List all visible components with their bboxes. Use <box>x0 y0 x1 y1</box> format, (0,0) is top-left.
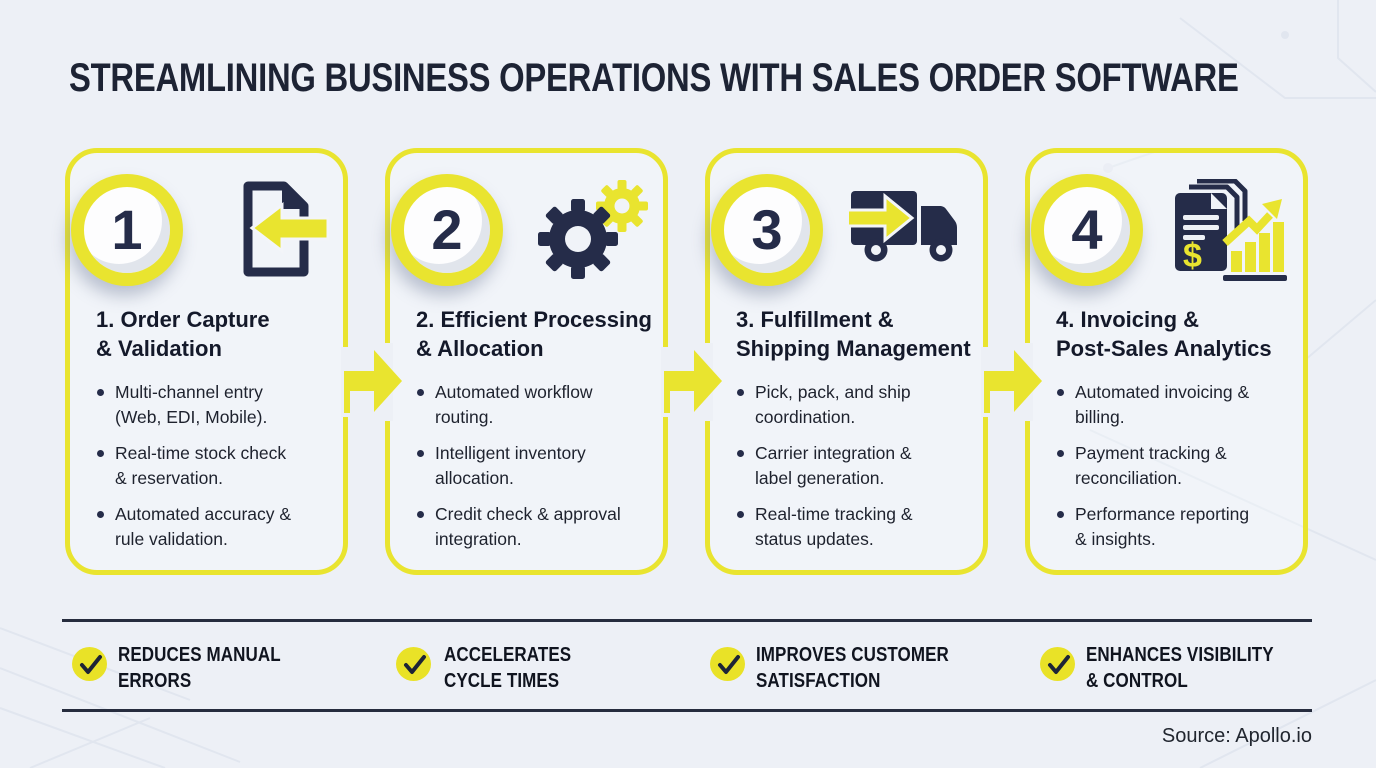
step-number-badge: 4 <box>1031 174 1143 286</box>
list-item: Multi-channel entry (Web, EDI, Mobile). <box>96 380 334 430</box>
benefit-label: ACCELERATES CYCLE TIMES <box>444 644 572 692</box>
list-item: Automated accuracy & rule validation. <box>96 502 334 552</box>
checkmark-icon <box>710 647 745 681</box>
bullet-dot-icon <box>737 450 744 457</box>
step-number: 2 <box>431 198 463 261</box>
benefit-label: REDUCES MANUAL ERRORS <box>118 644 281 692</box>
step-bullet-list: Pick, pack, and ship coordination. Carri… <box>736 380 974 563</box>
step-title: 4. Invoicing & Post-Sales Analytics <box>1056 307 1272 361</box>
list-item: Real-time tracking & status updates. <box>736 502 974 552</box>
bullet-dot-icon <box>1057 389 1064 396</box>
list-item: Payment tracking & reconciliation. <box>1056 441 1294 491</box>
divider-line <box>62 619 1312 622</box>
bullet-dot-icon <box>417 511 424 518</box>
invoice-analytics-icon: $ <box>1175 179 1287 281</box>
bullet-dot-icon <box>97 511 104 518</box>
svg-text:$: $ <box>1183 237 1202 275</box>
checkmark-icon <box>396 647 431 681</box>
step-title: 3. Fulfillment & Shipping Management <box>736 307 971 361</box>
step-card-2: 2 <box>385 148 668 575</box>
gears-icon <box>538 180 648 279</box>
benefit-label: ENHANCES VISIBILITY & CONTROL <box>1086 644 1274 692</box>
bullet-dot-icon <box>417 389 424 396</box>
step-number-badge: 3 <box>711 174 823 286</box>
step-card-1: 1 1. Order Capture & Validation Multi-ch… <box>65 148 348 575</box>
step-number: 4 <box>1071 198 1103 261</box>
list-item: Carrier integration & label generation. <box>736 441 974 491</box>
list-item: Automated invoicing & billing. <box>1056 380 1294 430</box>
list-item: Pick, pack, and ship coordination. <box>736 380 974 430</box>
page-title: STREAMLINING BUSINESS OPERATIONS WITH SA… <box>69 56 1239 100</box>
bullet-dot-icon <box>1057 450 1064 457</box>
step-bullet-list: Multi-channel entry (Web, EDI, Mobile). … <box>96 380 334 563</box>
flow-arrow-icon <box>981 343 1042 421</box>
list-item: Performance reporting & insights. <box>1056 502 1294 552</box>
step-card-3: 3 3. Fulfillment & Shipping Management P… <box>705 148 988 575</box>
step-title: 2. Efficient Processing & Allocation <box>416 307 652 361</box>
step-number: 1 <box>111 198 143 261</box>
source-attribution: Source: Apollo.io <box>1161 725 1312 747</box>
list-item: Credit check & approval integration. <box>416 502 654 552</box>
step-bullet-list: Automated invoicing & billing. Payment t… <box>1056 380 1294 563</box>
step-title: 1. Order Capture & Validation <box>96 307 270 361</box>
bullet-dot-icon <box>417 450 424 457</box>
list-item: Automated workflow routing. <box>416 380 654 430</box>
step-number-badge: 1 <box>71 174 183 286</box>
checkmark-icon <box>72 647 107 681</box>
divider-line <box>62 709 1312 712</box>
flow-arrow-icon <box>341 343 402 421</box>
shipping-truck-icon <box>849 191 957 262</box>
list-item: Real-time stock check & reservation. <box>96 441 334 491</box>
bullet-dot-icon <box>97 450 104 457</box>
checkmark-icon <box>1040 647 1075 681</box>
step-number-badge: 2 <box>391 174 503 286</box>
document-import-icon <box>243 181 329 277</box>
bullet-dot-icon <box>737 389 744 396</box>
flow-arrow-icon <box>661 343 722 421</box>
bullet-dot-icon <box>737 511 744 518</box>
bullet-dot-icon <box>97 389 104 396</box>
bullet-dot-icon <box>1057 511 1064 518</box>
step-card-4: 4 $ 4. Invoicing & Post-Sales Analytics … <box>1025 148 1308 575</box>
step-number: 3 <box>751 198 783 261</box>
list-item: Intelligent inventory allocation. <box>416 441 654 491</box>
step-bullet-list: Automated workflow routing. Intelligent … <box>416 380 654 563</box>
benefit-label: IMPROVES CUSTOMER SATISFACTION <box>756 644 949 692</box>
